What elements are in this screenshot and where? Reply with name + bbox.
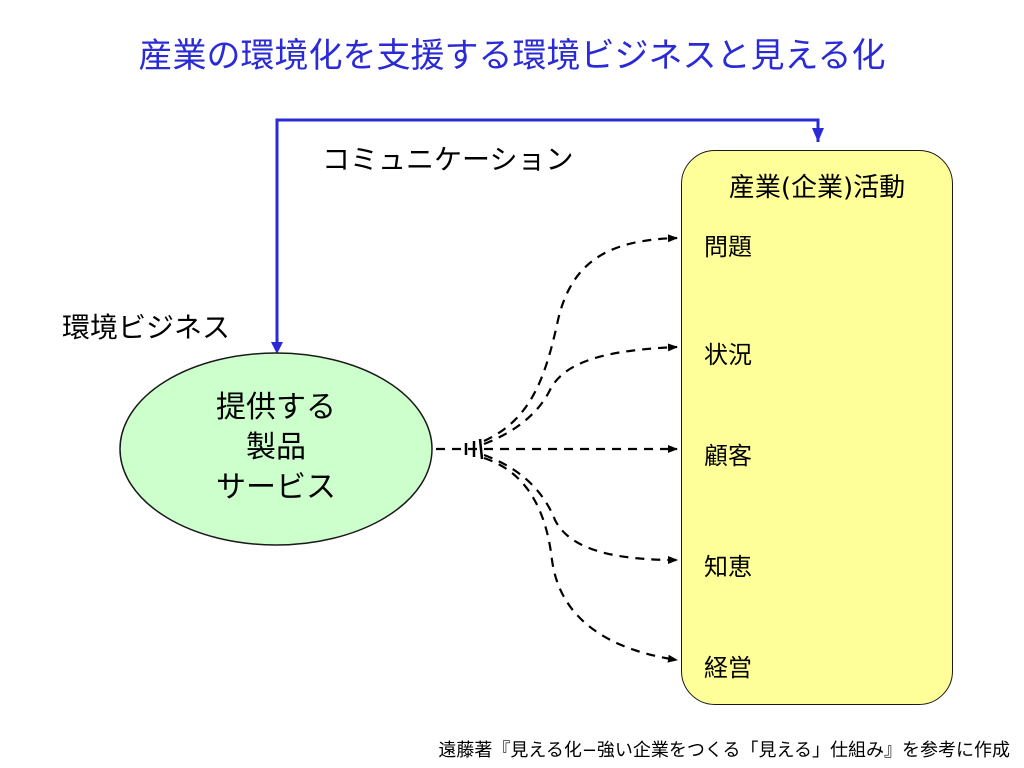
fan-origin xyxy=(464,438,484,460)
ellipse-line: 提供する xyxy=(216,390,336,425)
connector-wisdom xyxy=(483,453,678,564)
activity-item-problem: 問題 xyxy=(704,233,752,261)
activity-item-situation: 状況 xyxy=(704,341,752,369)
connector-management xyxy=(483,456,678,663)
activity-item-wisdom: 知恵 xyxy=(704,553,752,581)
products-services-text: 提供する 製品 サービス xyxy=(120,388,432,508)
connector-problem xyxy=(483,234,678,443)
activity-title: 産業(企業)活動 xyxy=(728,173,906,203)
ellipse-line: 製品 xyxy=(246,430,306,465)
activity-item-customer: 顧客 xyxy=(704,442,752,470)
ellipse-line: サービス xyxy=(216,470,336,505)
activity-item-management: 経営 xyxy=(704,654,752,682)
products-services-ellipse xyxy=(119,352,433,546)
connector-situation xyxy=(483,343,678,446)
communication-label: コミュニケーション xyxy=(322,143,574,176)
environment-business-label: 環境ビジネス xyxy=(62,311,231,344)
industry-activity-box: 産業(企業)活動 問題 状況 顧客 知恵 経営 xyxy=(681,150,953,705)
slide-title: 産業の環境化を支援する環境ビジネスと見える化 xyxy=(138,36,886,76)
communication-arrow-head-top xyxy=(812,128,824,142)
source-note: 遠藤著『見える化−強い企業をつくる「見える」仕組み』を参考に作成 xyxy=(438,740,1010,761)
